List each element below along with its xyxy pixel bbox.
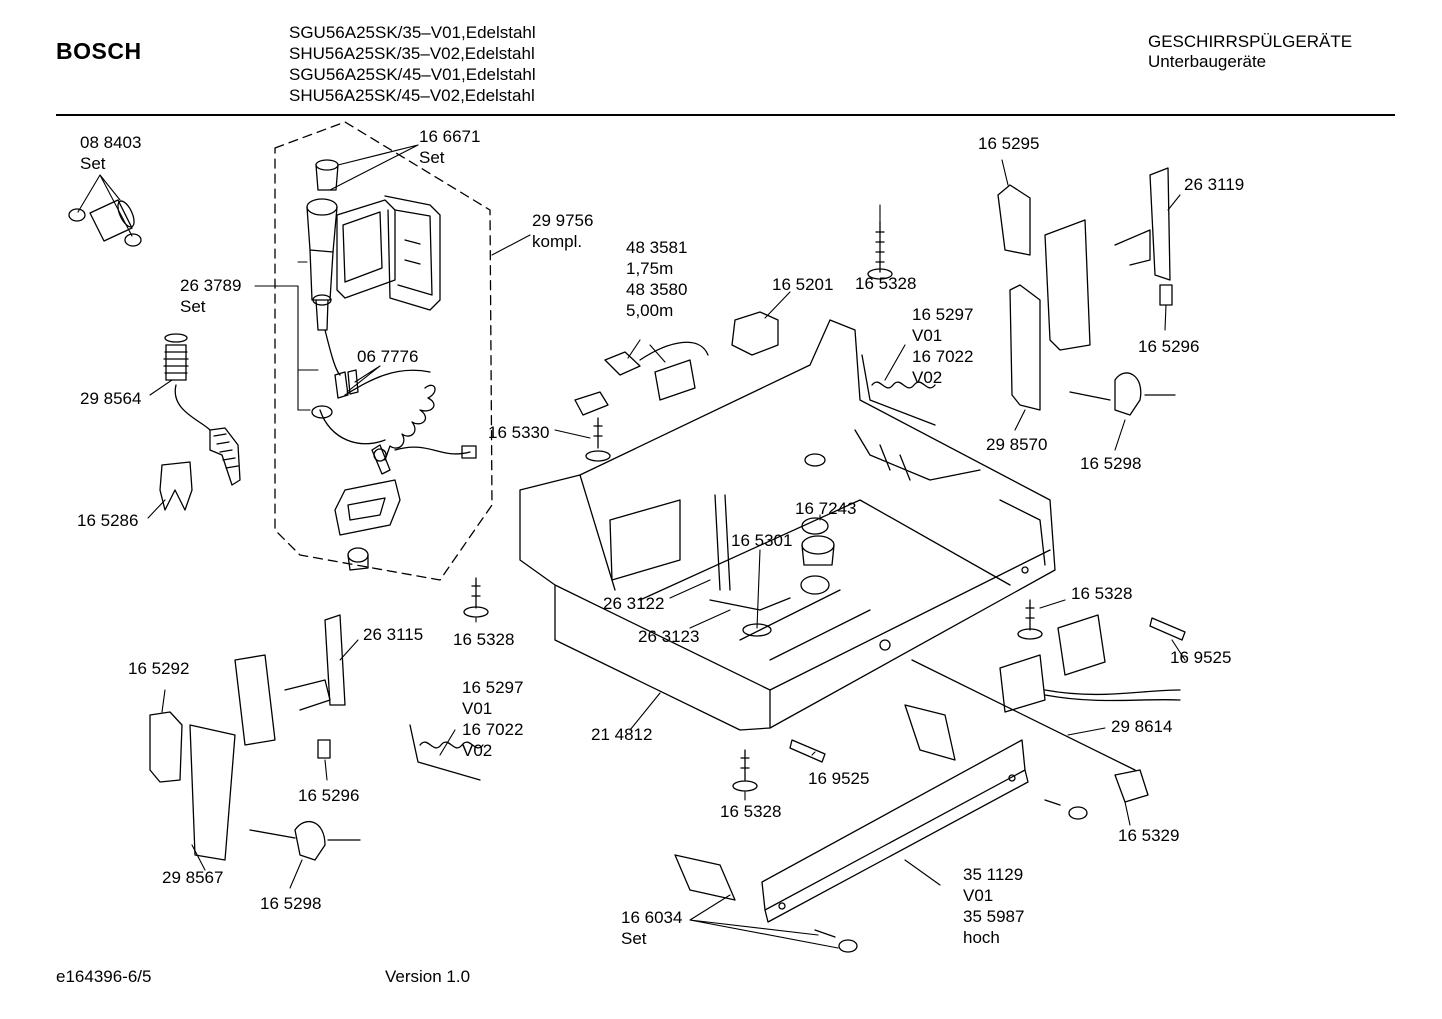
left-bracket-assembly xyxy=(149,614,361,861)
heater-spring-left xyxy=(409,724,484,781)
model-line: SHU56A25SK/35–V02,Edelstahl xyxy=(289,44,535,63)
part-label: 16 5301 xyxy=(731,531,793,550)
cable-harness xyxy=(911,614,1181,771)
part-label: 16 5298 xyxy=(260,894,322,913)
part-label: 16 5295 xyxy=(978,134,1040,153)
part-label: 16 5328 xyxy=(720,802,782,821)
part-label: 16 9525 xyxy=(1170,648,1232,667)
right-bracket-assembly xyxy=(997,167,1176,416)
part-label: 26 3119 xyxy=(1184,175,1245,194)
valve-bracket xyxy=(334,479,401,571)
category-block: GESCHIRRSPÜLGERÄTE Unterbaugeräte xyxy=(1148,32,1352,72)
cable-switch xyxy=(574,341,709,416)
heater-spring-right xyxy=(861,354,936,426)
knob-part xyxy=(1044,769,1149,820)
corrugated-hose xyxy=(163,333,241,486)
base-tub xyxy=(519,319,1056,731)
part-label: 16 5330 xyxy=(488,423,550,442)
part-label: 26 3115 xyxy=(363,625,424,644)
category-title: GESCHIRRSPÜLGERÄTE xyxy=(1148,32,1353,51)
drawing-id: e164396-6/5 xyxy=(56,967,152,986)
part-label: 26 3123 xyxy=(638,627,700,646)
part-label: 16 7243 xyxy=(795,499,857,518)
leader-lines xyxy=(77,144,1186,949)
valve-assembly xyxy=(306,159,441,331)
part-label: 21 4812 xyxy=(591,725,653,744)
wire-harness xyxy=(311,329,431,445)
screw-group xyxy=(463,221,1186,792)
front-panel xyxy=(674,704,1029,953)
part-label: 16 5328 xyxy=(1071,584,1133,603)
version-label: Version 1.0 xyxy=(385,967,471,986)
model-list: SGU56A25SK/35–V01,Edelstahl SHU56A25SK/3… xyxy=(289,22,536,106)
part-label: 29 8570 xyxy=(986,435,1048,454)
part-label: 16 9525 xyxy=(808,769,870,788)
part-label: 16 5296 xyxy=(298,786,360,805)
part-label: 16 5296 xyxy=(1138,337,1200,356)
hose-coil xyxy=(371,384,477,475)
brand-logo: BOSCH xyxy=(56,38,142,64)
part-label: 16 5328 xyxy=(855,274,917,293)
model-line: SGU56A25SK/45–V01,Edelstahl xyxy=(289,65,536,84)
header-divider xyxy=(56,114,1395,116)
model-line: SHU56A25SK/45–V02,Edelstahl xyxy=(289,86,535,105)
clip-part xyxy=(159,461,193,511)
part-label: 29 8567 xyxy=(162,868,224,887)
part-label: 16 5328 xyxy=(453,630,515,649)
part-label: 29 8564 xyxy=(80,389,142,408)
part-label: 26 3122 xyxy=(603,594,665,613)
kit-outline xyxy=(274,121,493,581)
part-label: 16 5329 xyxy=(1118,826,1180,845)
connector-block xyxy=(731,311,779,356)
part-label: 16 5292 xyxy=(128,659,190,678)
category-subtitle: Unterbaugeräte xyxy=(1148,52,1267,71)
part-label: 16 5201 xyxy=(772,275,834,294)
part-label: 29 8614 xyxy=(1111,717,1173,736)
part-label: 06 7776 xyxy=(357,347,419,366)
part-label: 16 5298 xyxy=(1080,454,1142,473)
model-line: SGU56A25SK/35–V01,Edelstahl xyxy=(289,23,536,42)
part-label: 16 5286 xyxy=(77,511,139,530)
hose-clamp-set xyxy=(68,199,142,247)
